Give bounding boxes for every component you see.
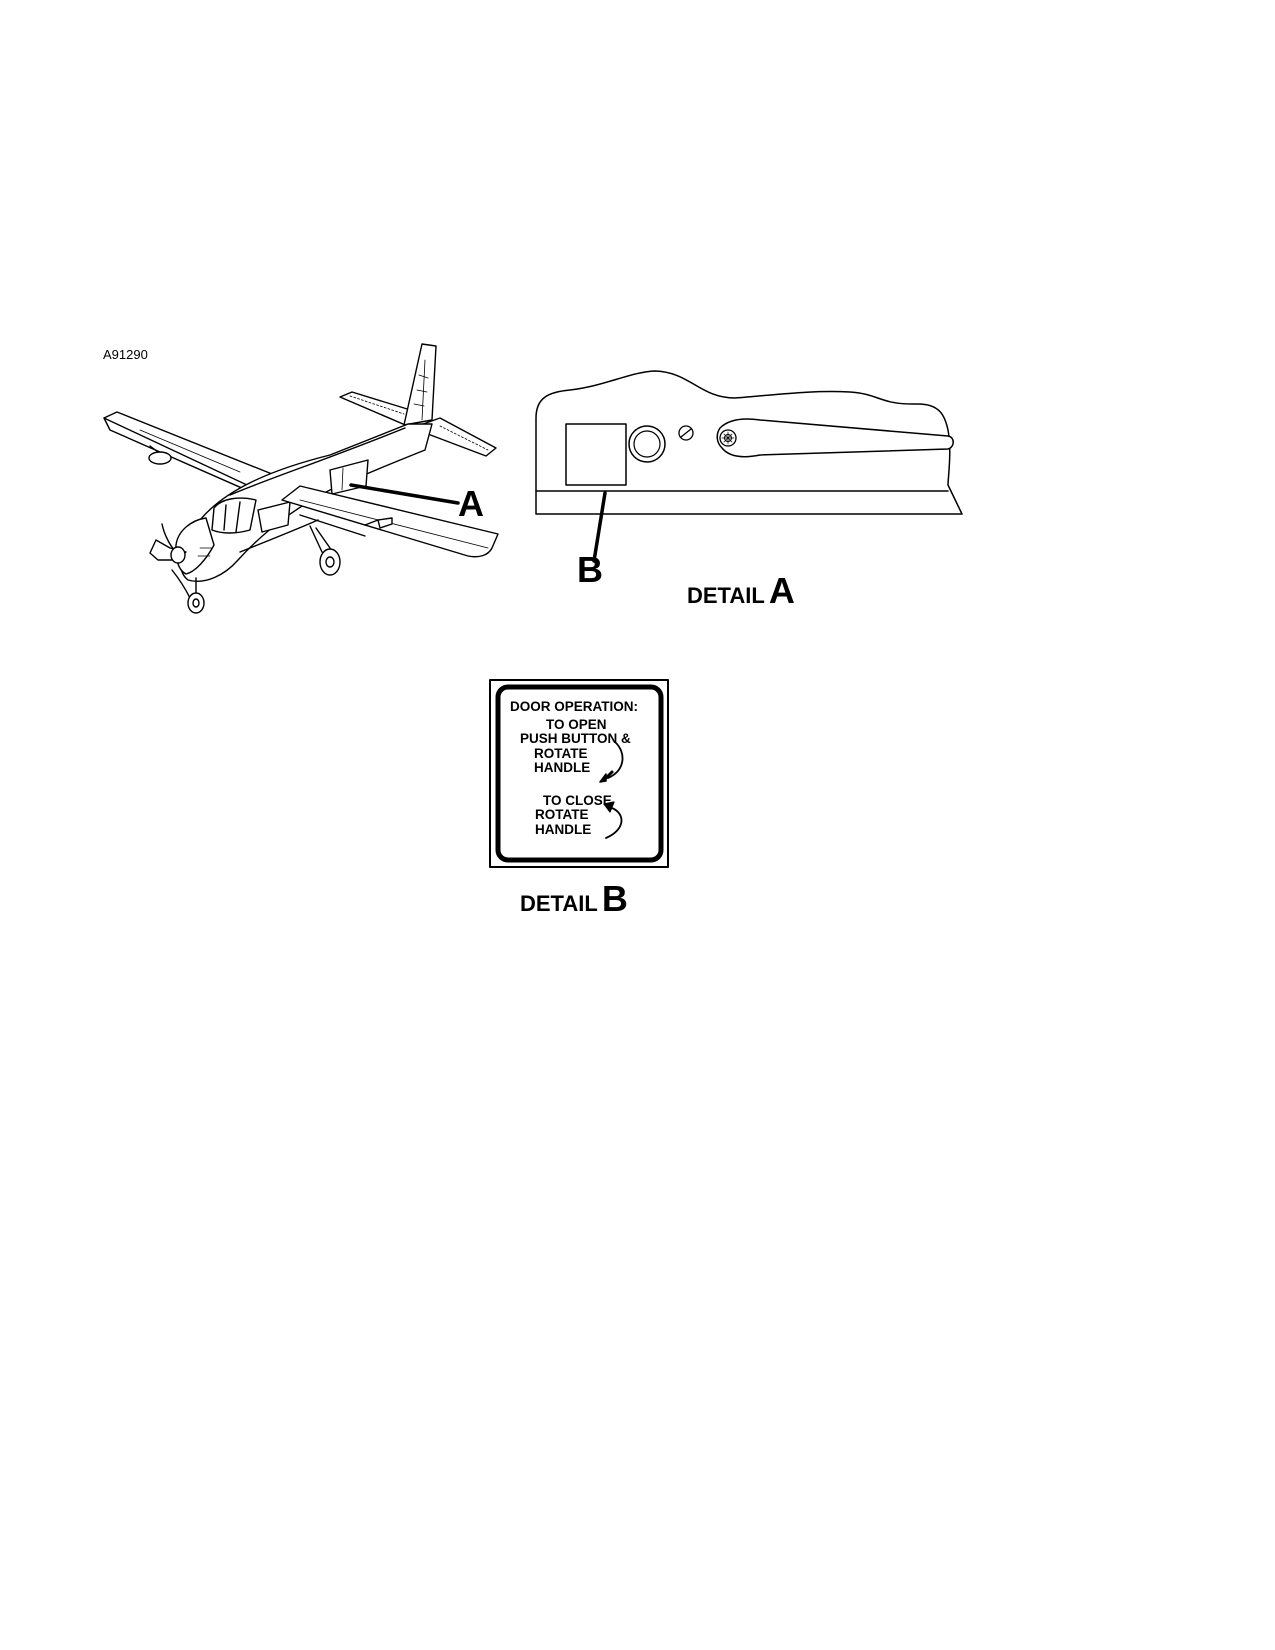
callout-a: A — [458, 483, 484, 524]
airplane-illustration — [103, 343, 499, 614]
leader-line-b — [592, 491, 607, 563]
placard-close-heading: TO CLOSE — [543, 793, 612, 808]
placard-location-square — [565, 423, 627, 486]
placard-title: DOOR OPERATION: — [510, 699, 638, 714]
detail-a-word: DETAIL — [687, 583, 765, 608]
placard-close-line2: HANDLE — [535, 822, 592, 837]
door-operation-placard — [489, 679, 669, 868]
leader-line-a — [349, 483, 460, 505]
placard-open-heading: TO OPEN — [546, 717, 607, 732]
detail-b-word: DETAIL — [520, 891, 598, 916]
detail-b-letter: B — [601, 878, 628, 919]
placard-open-line1: PUSH BUTTON & — [520, 731, 631, 746]
door-handle — [716, 418, 954, 458]
placard-close-line1: ROTATE — [535, 807, 589, 822]
detail-a-door-panel — [535, 370, 963, 563]
detail-a-letter: A — [768, 570, 795, 611]
placard-open-line3: HANDLE — [534, 760, 591, 775]
placard-open-line2: ROTATE — [534, 746, 588, 761]
callout-b: B — [577, 549, 603, 590]
figure-number: A91290 — [103, 347, 148, 362]
